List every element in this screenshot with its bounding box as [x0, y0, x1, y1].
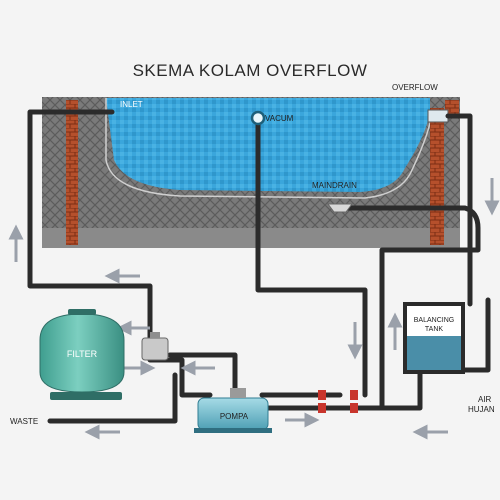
label-air-line1: AIR	[478, 395, 492, 404]
pool-water	[106, 98, 430, 192]
valve-icon	[350, 390, 358, 400]
pipe-rain	[465, 300, 488, 370]
valve-icon	[318, 390, 326, 400]
label-vacum: VACUM	[265, 114, 294, 123]
balancing-tank	[405, 304, 463, 372]
label-pompa: POMPA	[220, 412, 249, 421]
valve-icon	[318, 403, 326, 413]
overflow-gutter	[428, 110, 448, 122]
label-maindrain: MAINDRAIN	[312, 181, 357, 190]
label-filter: FILTER	[67, 349, 98, 359]
label-waste: WASTE	[10, 417, 38, 426]
valve-icon	[350, 403, 358, 413]
brick-wall-right	[430, 108, 444, 245]
label-balancing-line2: TANK	[425, 326, 443, 333]
valve-icon	[142, 332, 168, 360]
label-air-line2: HUJAN	[468, 405, 495, 414]
label-overflow: OVERFLOW	[392, 83, 438, 92]
vacuum-fitting-icon	[252, 112, 264, 124]
brick-wall-left	[66, 100, 78, 245]
label-balancing-line1: BALANCING	[414, 317, 454, 324]
pipe-filter-bypass	[150, 360, 210, 395]
diagram-title: SKEMA KOLAM OVERFLOW	[133, 61, 368, 80]
ground-base	[42, 228, 460, 248]
pipe-balancing-to-pump	[262, 372, 420, 408]
label-inlet: INLET	[120, 100, 143, 109]
